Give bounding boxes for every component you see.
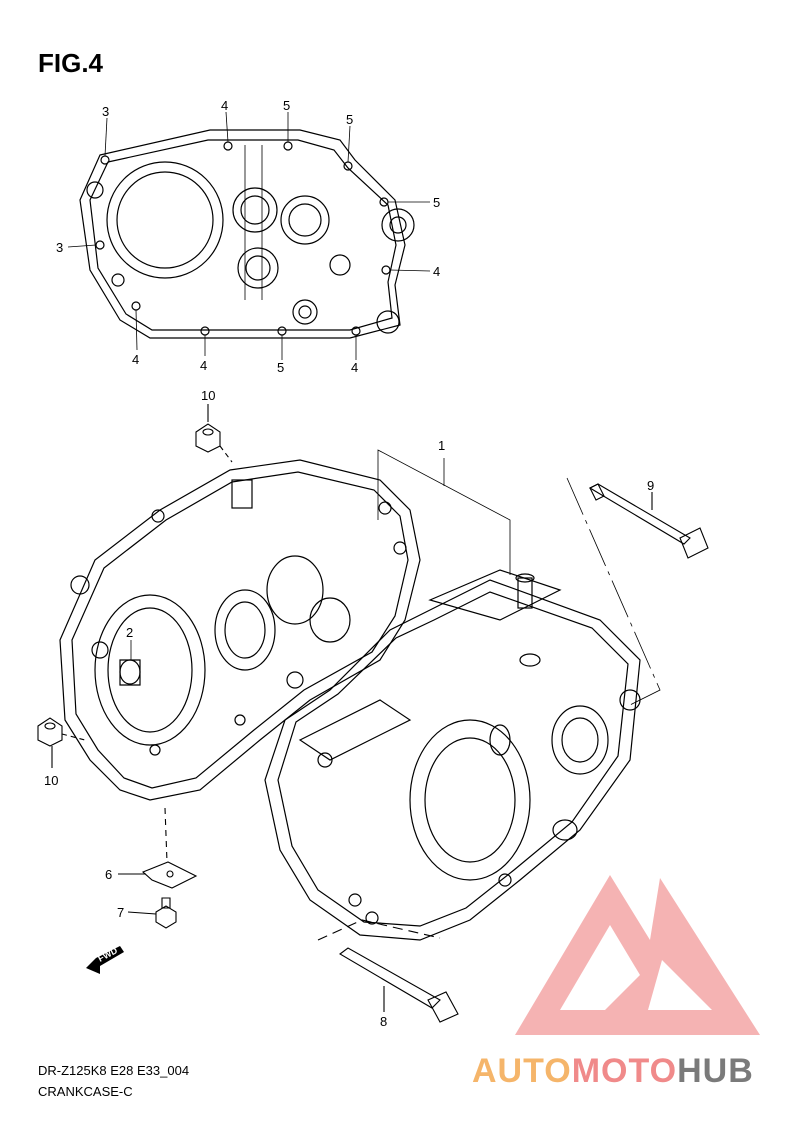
bolt-part-8 <box>317 919 459 1023</box>
forward-arrow-icon: FWD <box>86 945 124 974</box>
top-view-crankcase <box>79 129 415 339</box>
callout-5: 5 <box>346 112 353 127</box>
callout-10: 10 <box>44 773 58 788</box>
callout-9: 9 <box>647 478 654 493</box>
callout-6: 6 <box>105 867 112 882</box>
callout-3: 3 <box>102 104 109 119</box>
plate-part-6 <box>118 807 198 889</box>
callout-10: 10 <box>201 388 215 403</box>
crankcase-right-half <box>264 569 641 941</box>
callout-2: 2 <box>126 625 133 640</box>
parts-labels: 10 1 9 2 10 6 7 8 <box>44 388 654 1029</box>
callout-3: 3 <box>56 240 63 255</box>
figure-title: FIG.4 <box>38 48 104 78</box>
nut-part-10-top <box>195 404 233 463</box>
watermark-text: AUTOMOTOHUB <box>472 1052 754 1091</box>
top-view-labels: 3 4 5 5 5 3 4 4 4 5 4 <box>56 98 440 375</box>
callout-5: 5 <box>283 98 290 113</box>
crankcase-left-half <box>59 459 421 801</box>
bolt-part-9 <box>588 483 709 559</box>
callout-4: 4 <box>433 264 440 279</box>
callout-8: 8 <box>380 1014 387 1029</box>
callout-4: 4 <box>351 360 358 375</box>
callout-5: 5 <box>277 360 284 375</box>
bolt-part-7 <box>127 897 177 929</box>
watermark-logo <box>515 875 760 1035</box>
callout-4: 4 <box>132 352 139 367</box>
callout-4: 4 <box>221 98 228 113</box>
callout-5: 5 <box>433 195 440 210</box>
watermark-auto: AUTO <box>472 1052 572 1090</box>
callout-7: 7 <box>117 905 124 920</box>
diagram-name: CRANKCASE-C <box>38 1084 133 1099</box>
diagram-code: DR-Z125K8 E28 E33_004 <box>38 1063 190 1078</box>
callout-4: 4 <box>200 358 207 373</box>
bolt-9-alignment-line <box>566 477 661 706</box>
watermark-hub: HUB <box>677 1052 754 1090</box>
nut-part-10-left <box>37 717 86 768</box>
part-1-bracket <box>377 449 511 575</box>
callout-1: 1 <box>438 438 445 453</box>
top-view-leaders <box>67 111 431 360</box>
watermark-moto: MOTO <box>571 1052 678 1090</box>
